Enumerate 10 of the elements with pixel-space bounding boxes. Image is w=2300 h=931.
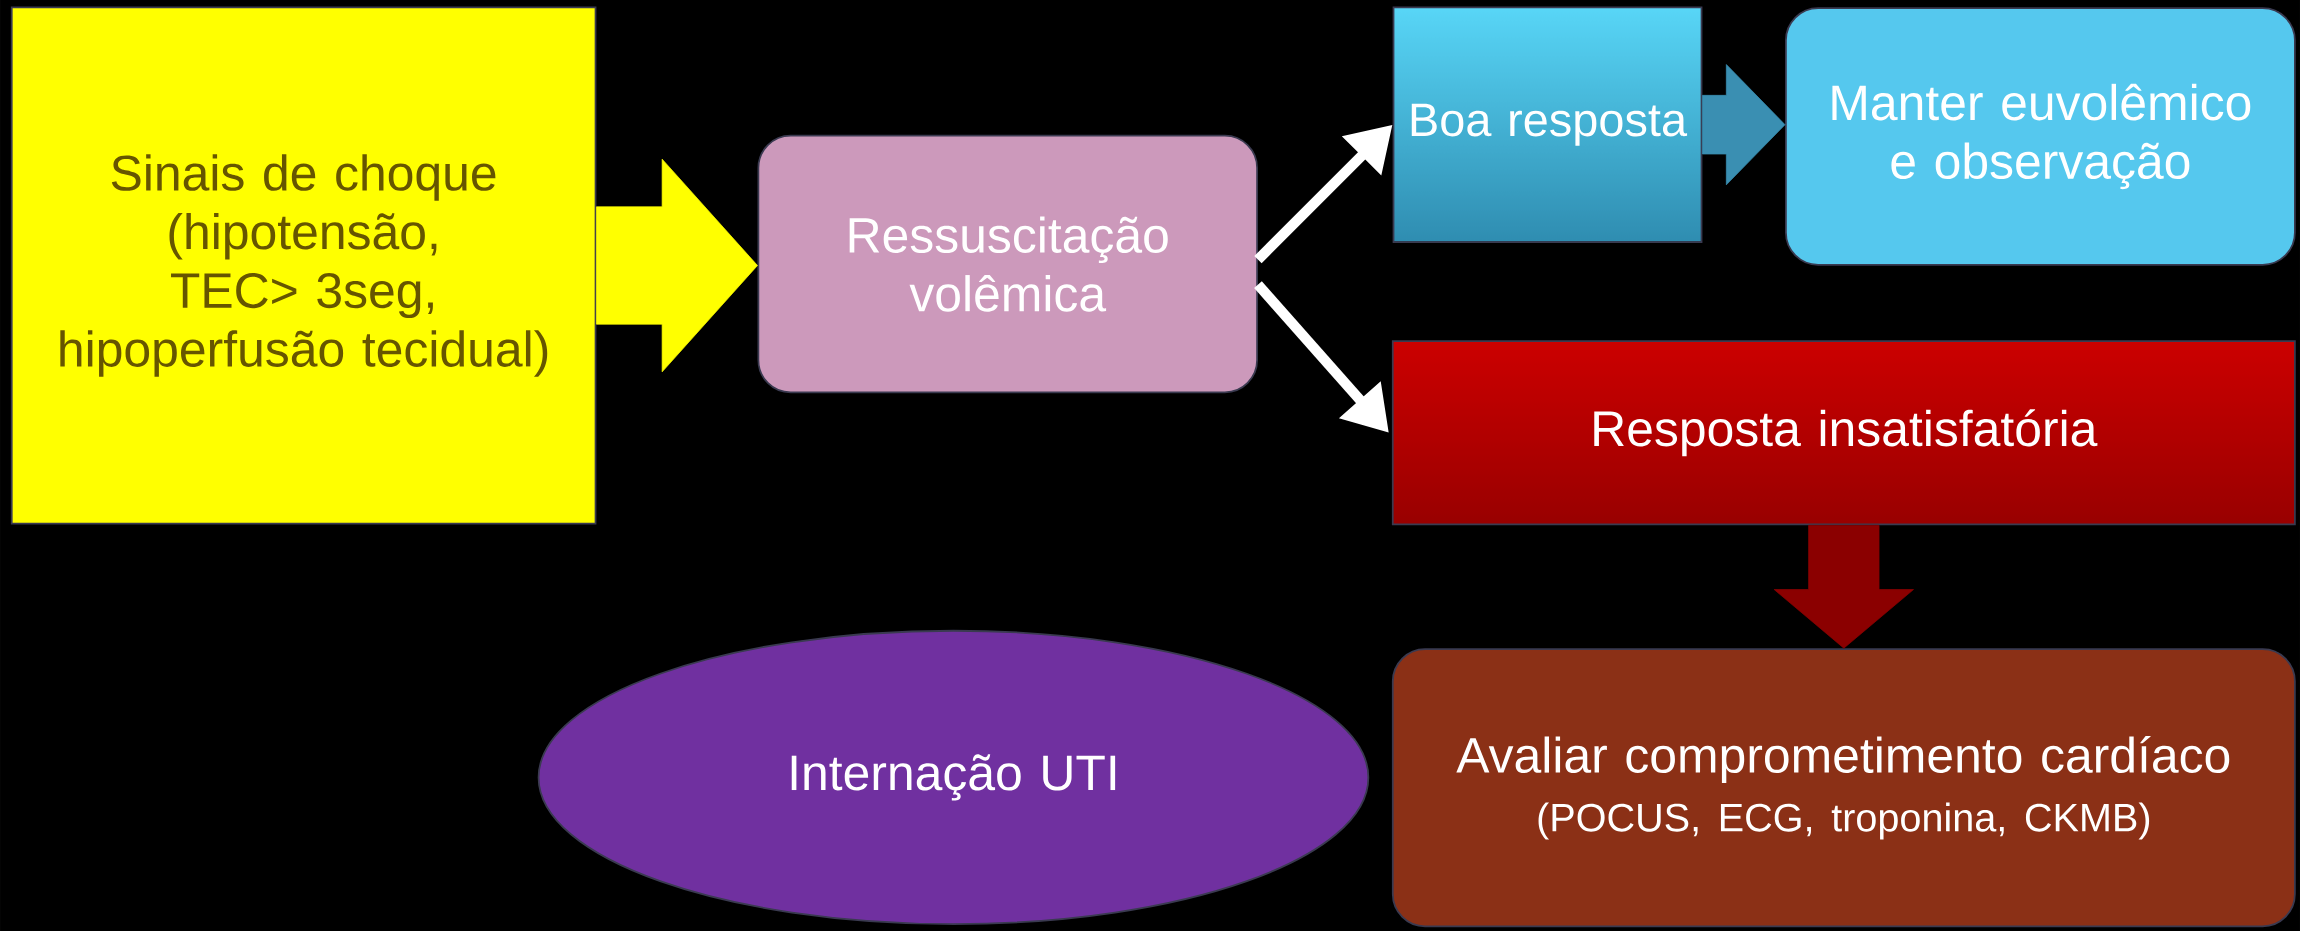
result-box: Resposta insatisfatória	[1391, 339, 2296, 526]
block-arrow	[1702, 63, 1786, 185]
process-box: Avaliar comprometimento cardíaco (POCUS, ECG, troponina, CKMB)	[1391, 648, 2296, 927]
block-arrow	[1773, 524, 1914, 649]
result-box: Boa resposta	[1392, 6, 1703, 243]
process-box: Ressuscitação volêmica	[757, 134, 1258, 394]
ellipse-node: Internação UTI	[537, 629, 1370, 925]
process-box: Sinais de choque (hipotensão, TEC> 3seg, hipoperfusão tecidual)	[10, 6, 597, 525]
process-box: Manter euvolêmico e observação	[1785, 6, 2296, 266]
block-arrow	[596, 158, 758, 372]
